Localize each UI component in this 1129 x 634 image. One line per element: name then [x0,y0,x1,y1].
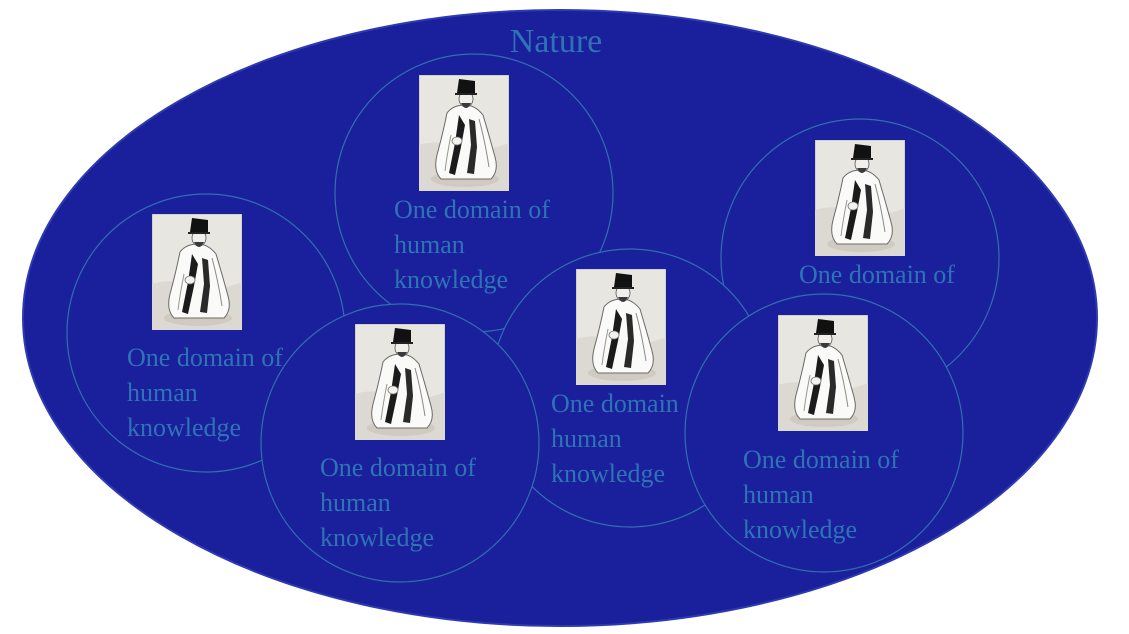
domain-circle [260,303,540,583]
domain-circle-group-top-center: One domain of human knowledge [334,53,614,333]
scholar-portrait-image [152,214,242,330]
domain-label-line: human [743,480,814,509]
scholar-portrait-image [576,269,666,385]
domain-label-line: knowledge [743,515,857,544]
domain-circle-group-bottom-left: One domain of human knowledge [260,303,540,583]
domain-label-line: knowledge [127,413,241,442]
domain-label-line: One domain of [320,453,476,482]
scholar-portrait-image [778,315,868,431]
domain-label-line: knowledge [394,265,508,294]
domain-label-line: human [394,230,465,259]
domain-label-line: One domain [551,389,679,418]
domain-label-line: knowledge [551,459,665,488]
nature-label: Nature [510,23,603,60]
scholar-portrait-image [355,324,445,440]
domain-circle-group-bottom-right: One domain of human knowledge [684,293,964,573]
domain-label-line: human [551,424,622,453]
domain-label-line: human [320,488,391,517]
domain-label-line: knowledge [320,523,434,552]
domain-label-line: One domain of [394,195,550,224]
scholar-portrait-image [815,140,905,256]
domain-circle [684,293,964,573]
domain-label-line: One domain of [743,445,899,474]
domain-label-line: One domain of [127,343,283,372]
scholar-portrait-image [419,75,509,191]
domain-label-line: One domain of [799,260,955,289]
domain-label-line: human [127,378,198,407]
